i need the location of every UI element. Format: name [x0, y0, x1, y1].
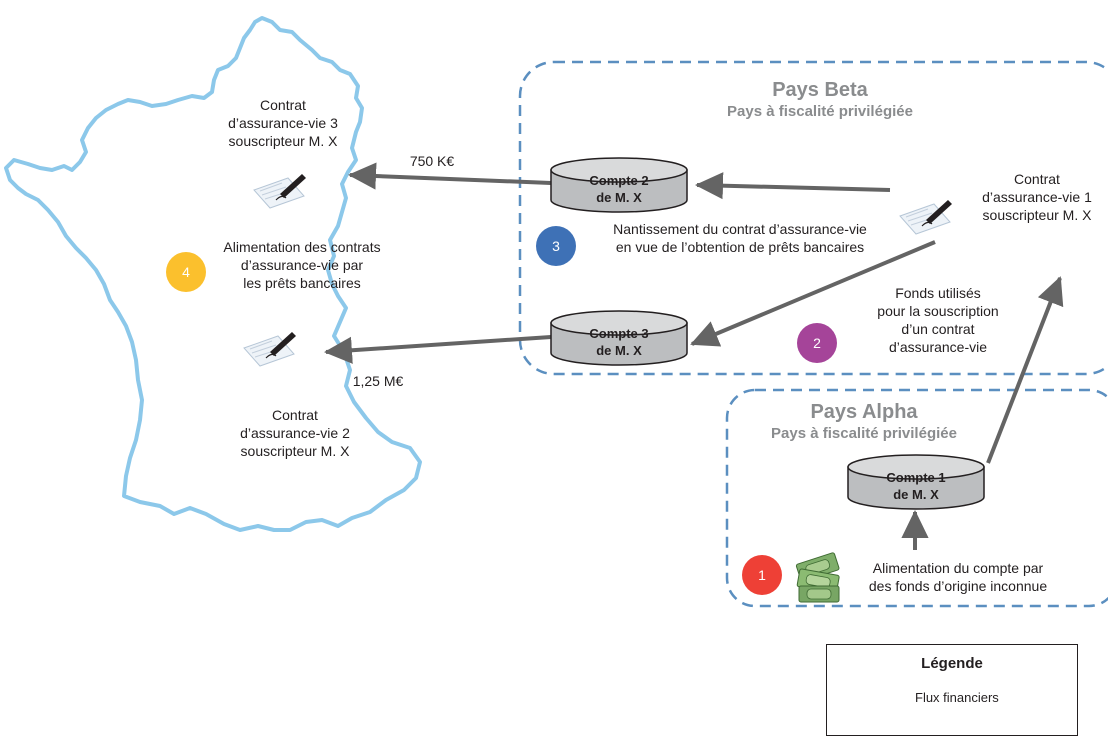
account-compte1-label: Compte 1 de M. X: [848, 469, 984, 503]
contract-1-line1: Contrat: [1014, 171, 1060, 187]
contract-document-icon: [899, 200, 952, 235]
step-1-line2: des fonds d’origine inconnue: [868, 578, 1048, 594]
flow-arrow-contrat1-to-compte2: [695, 172, 891, 200]
diagram: Pays Beta Pays à fiscalité privilégiée P…: [4, 16, 1108, 736]
money-stack-icon: [795, 552, 840, 603]
account-compte1-line2: de M. X: [893, 487, 939, 502]
flow-arrow-compte3-to-contrat2: [324, 335, 552, 364]
account-compte3-line1: Compte 3: [589, 326, 649, 341]
account-compte3-label: Compte 3 de M. X: [551, 325, 687, 359]
contract-2-line1: Contrat: [272, 407, 318, 423]
account-compte1-cylinder: [847, 454, 985, 510]
contract-3-label: Contrat d’assurance-vie 3 souscripteur M…: [208, 96, 358, 150]
account-compte1-line1: Compte 1: [886, 470, 946, 485]
amount-1-25m: 1,25 M€: [352, 373, 404, 389]
step-4-line2: d’assurance-vie par: [240, 257, 364, 273]
zone-beta-border: [518, 60, 1108, 376]
contract-1-line2: d’assurance-vie 1: [982, 189, 1092, 205]
step-2-line4: d’assurance-vie: [888, 339, 988, 355]
contract-1-label: Contrat d’assurance-vie 1 souscripteur M…: [966, 170, 1108, 224]
step-2-line3: d’un contrat: [901, 321, 975, 337]
step-1-text: Alimentation du compte par des fonds d’o…: [838, 559, 1078, 595]
legend-item-flux-financiers: Flux financiers: [915, 690, 999, 705]
contract-1-line3: souscripteur M. X: [982, 207, 1092, 223]
step-3-line2: en vue de l’obtention de prêts bancaires: [615, 239, 865, 255]
zone-beta-name: Pays Beta: [772, 79, 868, 101]
step-4-badge: 4: [166, 252, 206, 292]
contract-document-icon: [243, 332, 296, 367]
step-2-line1: Fonds utilisés: [895, 285, 981, 301]
zone-alpha-subtitle: Pays à fiscalité privilégiée: [771, 425, 957, 442]
flow-arrow-compte1-to-contrat1: [986, 276, 1064, 464]
zone-alpha-border: [725, 388, 1108, 608]
legend-box: Légende Flux financiers: [826, 644, 1078, 736]
step-3-line1: Nantissement du contrat d’assurance-vie: [613, 221, 867, 237]
account-compte2-line2: de M. X: [596, 190, 642, 205]
contract-document-icon: [253, 174, 306, 209]
contract-2-line3: souscripteur M. X: [240, 443, 350, 459]
step-1-line1: Alimentation du compte par: [872, 560, 1044, 576]
amount-750k: 750 K€: [409, 153, 455, 169]
step-3-text: Nantissement du contrat d’assurance-vie …: [582, 220, 898, 256]
step-4-line3: les prêts bancaires: [243, 275, 361, 291]
step-2-badge: 2: [797, 323, 837, 363]
flow-arrow-compte2-to-contrat3: [348, 162, 552, 190]
step-2-line2: pour la souscription: [877, 303, 999, 319]
account-compte3-cylinder: [550, 310, 688, 366]
zone-alpha-name: Pays Alpha: [810, 401, 918, 423]
zone-beta-subtitle: Pays à fiscalité privilégiée: [727, 103, 913, 120]
contract-3-line2: d’assurance-vie 3: [228, 115, 338, 131]
step-3-badge: 3: [536, 226, 576, 266]
zone-alpha-title: Pays Alpha Pays à fiscalité privilégiée: [744, 400, 984, 444]
contract-3-line1: Contrat: [260, 97, 306, 113]
step-2-text: Fonds utilisés pour la souscription d’un…: [858, 284, 1018, 356]
france-map-outline: [4, 16, 422, 532]
account-compte2-cylinder: [550, 157, 688, 213]
account-compte3-line2: de M. X: [596, 343, 642, 358]
account-compte2-label: Compte 2 de M. X: [551, 172, 687, 206]
step-1-badge: 1: [742, 555, 782, 595]
flow-arrow-contrat1-to-compte3: [690, 240, 936, 347]
account-compte2-line1: Compte 2: [589, 173, 649, 188]
contract-2-label: Contrat d’assurance-vie 2 souscripteur M…: [220, 406, 370, 460]
legend-title: Légende: [921, 655, 983, 672]
contract-2-line2: d’assurance-vie 2: [240, 425, 350, 441]
contract-3-line3: souscripteur M. X: [228, 133, 338, 149]
step-4-text: Alimentation des contrats d’assurance-vi…: [212, 238, 392, 292]
step-4-line1: Alimentation des contrats: [223, 239, 381, 255]
zone-beta-title: Pays Beta Pays à fiscalité privilégiée: [700, 78, 940, 122]
